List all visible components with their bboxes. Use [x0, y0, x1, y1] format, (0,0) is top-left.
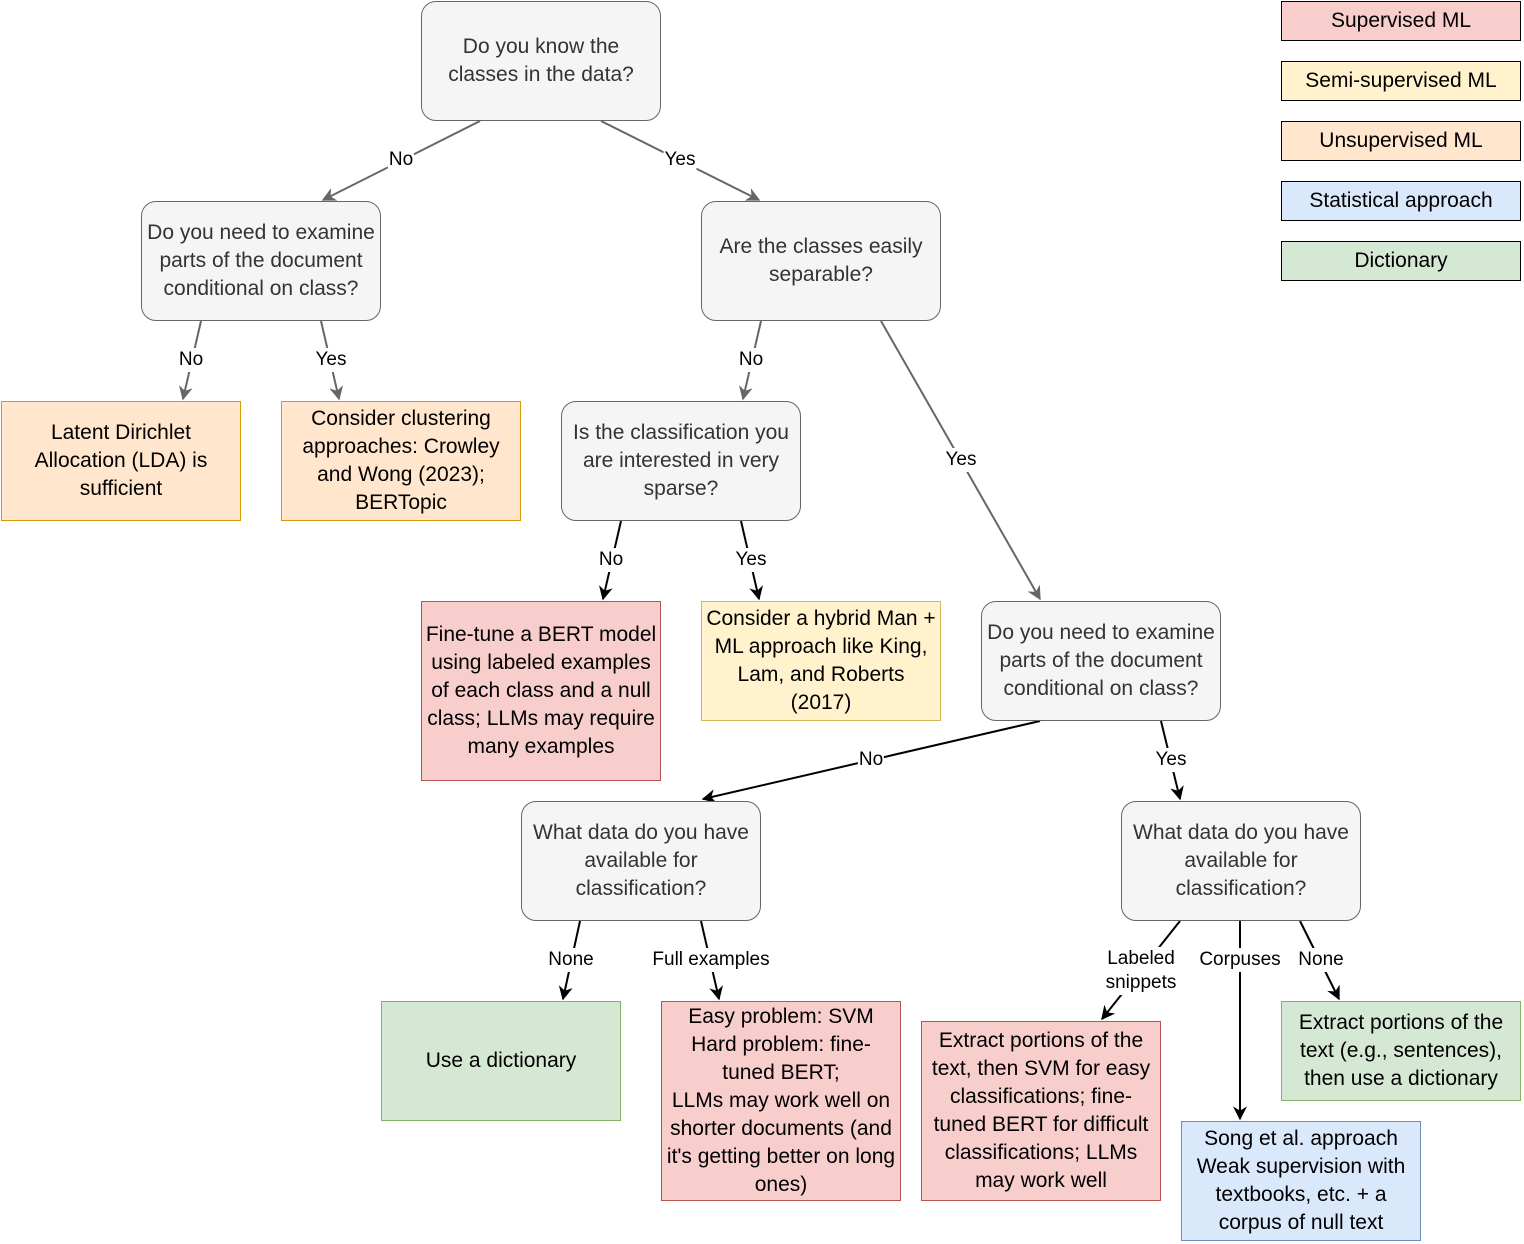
edge-label-no: No: [857, 748, 885, 772]
leaf-extract-then-dictionary: Extract portions of the text (e.g., sent…: [1281, 1001, 1521, 1101]
edge-label-no: No: [597, 548, 625, 572]
edge-label-none: None: [1297, 948, 1345, 972]
edge-label-corpuses: Corpuses: [1198, 948, 1282, 972]
legend-supervised-ml: Supervised ML: [1281, 1, 1521, 41]
legend-statistical-approach: Statistical approach: [1281, 181, 1521, 221]
edge-label-yes: Yes: [663, 148, 697, 172]
legend-unsupervised-ml: Unsupervised ML: [1281, 121, 1521, 161]
edge-label-yes: Yes: [734, 548, 768, 572]
question-data-available-right: What data do you have available for clas…: [1121, 801, 1361, 921]
leaf-lda: Latent Dirichlet Allocation (LDA) is suf…: [1, 401, 241, 521]
edge-label-no: No: [387, 148, 415, 172]
question-classes-known: Do you know the classes in the data?: [421, 1, 661, 121]
leaf-song-approach: Song et al. approach Weak supervision wi…: [1181, 1121, 1421, 1241]
question-data-available-left: What data do you have available for clas…: [521, 801, 761, 921]
edge-label-no: No: [737, 348, 765, 372]
edge-label-full-examples: Full examples: [651, 948, 771, 972]
leaf-clustering-approaches: Consider clustering approaches: Crowley …: [281, 401, 521, 521]
leaf-extract-then-svm: Extract portions of the text, then SVM f…: [921, 1021, 1161, 1201]
leaf-use-dictionary: Use a dictionary: [381, 1001, 621, 1121]
legend-dictionary: Dictionary: [1281, 241, 1521, 281]
edge-label-labeled-snippets: Labeled snippets: [1104, 947, 1178, 995]
question-classification-sparse: Is the classification you are interested…: [561, 401, 801, 521]
edge-label-none: None: [547, 948, 595, 972]
leaf-hybrid-approach: Consider a hybrid Man + ML approach like…: [701, 601, 941, 721]
edge-label-no: No: [177, 348, 205, 372]
leaf-finetune-bert: Fine-tune a BERT model using labeled exa…: [421, 601, 661, 781]
edge-label-yes: Yes: [314, 348, 348, 372]
leaf-svm-or-bert: Easy problem: SVM Hard problem: fine-tun…: [661, 1001, 901, 1201]
question-examine-parts-left: Do you need to examine parts of the docu…: [141, 201, 381, 321]
question-examine-parts-right: Do you need to examine parts of the docu…: [981, 601, 1221, 721]
legend-semi-supervised-ml: Semi-supervised ML: [1281, 61, 1521, 101]
edge-label-yes: Yes: [944, 448, 978, 472]
edge-label-yes: Yes: [1154, 748, 1188, 772]
question-classes-separable: Are the classes easily separable?: [701, 201, 941, 321]
